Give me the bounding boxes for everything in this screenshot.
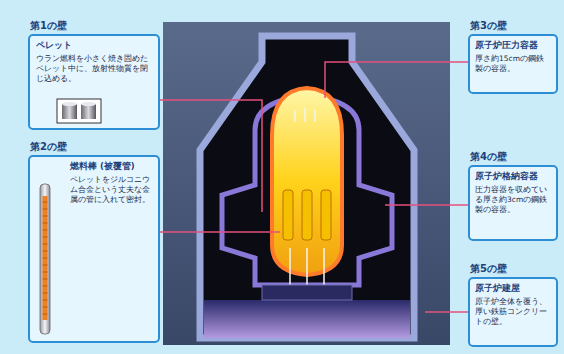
part-title: 原子炉圧力容器 <box>475 40 551 51</box>
callout-frame: ペレットウラン燃料を小さく焼き固めたペレット中に、放射性物質を閉じ込める。 <box>28 34 160 130</box>
fuel-rods <box>283 190 331 240</box>
wall-number: 第3の壁 <box>470 20 558 32</box>
part-description: ペレットをジルコニウム合金という丈夫な金属の管に入れて密封。 <box>70 175 153 205</box>
pressure-vessel <box>272 88 342 275</box>
part-title: ペレット <box>36 40 153 51</box>
callout-frame: 燃料棒 (被覆管) ペレットをジルコニウム合金という丈夫な金属の管に入れて密封。 <box>28 155 160 343</box>
part-title: 原子炉建屋 <box>475 283 551 294</box>
part-description: 原子炉全体を覆う、厚い鉄筋コンクリートの壁。 <box>475 297 551 327</box>
pressure-vessel-callout: 第3の壁原子炉圧力容器厚さ約15cmの鋼鉄製の容器。 <box>468 20 558 94</box>
wall-number: 第1の壁 <box>30 20 160 32</box>
wall-number: 第4の壁 <box>470 151 558 163</box>
part-title: 原子炉格納容器 <box>475 171 551 182</box>
callout-frame: 原子炉圧力容器厚さ約15cmの鋼鉄製の容器。 <box>468 34 558 94</box>
callout-frame: 原子炉建屋原子炉全体を覆う、厚い鉄筋コンクリートの壁。 <box>468 277 558 347</box>
callout-frame: 原子炉格納容器圧力容器を収めている厚さ約3cmの鋼鉄製の容器。 <box>468 165 558 241</box>
part-description: 厚さ約15cmの鋼鉄製の容器。 <box>475 54 551 74</box>
wall-number: 第5の壁 <box>470 263 558 275</box>
leader-lines <box>160 62 468 312</box>
reactor-building <box>200 36 414 338</box>
part-description: 圧力容器を収めている厚さ約3cmの鋼鉄製の容器。 <box>475 185 551 215</box>
control-rod-drives <box>290 108 324 300</box>
fuel-rod-callout: 第2の壁燃料棒 (被覆管) ペレットをジルコニウム合金という丈夫な金属の管に入れて… <box>28 141 160 343</box>
part-title: 燃料棒 (被覆管) <box>70 161 153 172</box>
building-callout: 第5の壁原子炉建屋原子炉全体を覆う、厚い鉄筋コンクリートの壁。 <box>468 263 558 347</box>
part-description: ウラン燃料を小さく焼き固めたペレット中に、放射性物質を閉じ込める。 <box>36 54 153 84</box>
containment-callout: 第4の壁原子炉格納容器圧力容器を収めている厚さ約3cmの鋼鉄製の容器。 <box>468 151 558 241</box>
wall-number: 第2の壁 <box>30 141 160 153</box>
pedestal <box>262 285 352 300</box>
pellet-callout: 第1の壁ペレットウラン燃料を小さく焼き固めたペレット中に、放射性物質を閉じ込める… <box>28 20 160 130</box>
building-floor <box>204 300 410 338</box>
illustration-ground <box>163 22 450 345</box>
